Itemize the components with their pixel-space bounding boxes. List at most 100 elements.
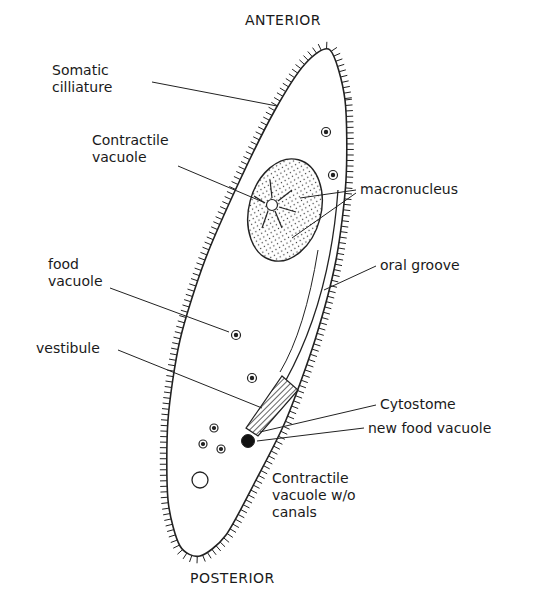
cilium	[239, 167, 245, 170]
cilium	[346, 121, 353, 122]
part-label: Contractile vacuole	[92, 132, 184, 166]
cilium	[274, 98, 280, 102]
cilium	[191, 279, 198, 281]
cilium	[163, 403, 170, 405]
cilium	[253, 137, 259, 140]
cilium	[243, 157, 249, 160]
cilium	[346, 116, 353, 117]
cilium	[277, 93, 283, 97]
cilium	[181, 310, 188, 312]
vestibule-shape	[246, 376, 298, 436]
cilium	[294, 401, 301, 403]
cilium	[195, 268, 202, 270]
cilium	[216, 546, 221, 551]
cilium	[347, 149, 354, 150]
cilium	[340, 237, 347, 238]
cilium	[326, 302, 333, 304]
cilium	[269, 456, 275, 459]
cilium	[234, 177, 240, 180]
cilium	[220, 207, 226, 210]
cilium	[266, 461, 272, 464]
cilium	[271, 451, 277, 454]
cilium	[197, 556, 198, 563]
cilium	[205, 242, 211, 245]
cilium	[345, 97, 352, 99]
cilium	[160, 453, 167, 454]
part-label: Somatic cilliature	[52, 62, 150, 96]
cilium	[335, 264, 342, 265]
contractile-vacuole-plain	[192, 472, 208, 488]
cilium	[236, 171, 242, 174]
cilium	[258, 127, 264, 130]
cilium	[198, 258, 205, 260]
cilium	[263, 117, 269, 120]
cilium	[286, 79, 292, 83]
cilium	[184, 300, 191, 302]
cilium	[212, 549, 216, 555]
cilium	[248, 495, 254, 498]
cilium	[165, 386, 172, 388]
cilium	[296, 65, 302, 69]
cilium	[343, 209, 350, 211]
cilium	[207, 552, 211, 558]
cilium	[211, 227, 217, 230]
cilium	[347, 138, 354, 139]
cilium	[160, 469, 167, 470]
cilium	[241, 162, 247, 165]
region-label: ANTERIOR	[245, 12, 321, 29]
cilium	[236, 519, 242, 522]
cilium	[220, 542, 225, 547]
part-label: food vacuole	[48, 256, 120, 290]
cilium	[345, 187, 352, 189]
cilium	[175, 332, 182, 334]
cilium	[162, 408, 169, 410]
cilium	[313, 48, 317, 54]
cilium	[343, 215, 350, 217]
cilium	[160, 475, 167, 476]
cilium	[264, 466, 270, 469]
cilium	[303, 56, 308, 61]
cilium	[246, 500, 252, 503]
cilium	[341, 231, 348, 233]
cilium	[160, 464, 167, 465]
cilium	[261, 122, 267, 125]
cilium	[261, 471, 267, 474]
cilium	[160, 436, 167, 437]
cilium	[312, 349, 319, 351]
cilium	[203, 247, 209, 250]
cilium	[345, 99, 352, 101]
cilium	[246, 152, 252, 155]
cilium	[256, 480, 262, 483]
cilium	[160, 458, 167, 459]
cilium	[169, 535, 176, 537]
oral-groove-line	[286, 190, 338, 380]
cilium	[327, 296, 334, 298]
cilium	[292, 406, 299, 409]
cilium	[341, 226, 348, 228]
cilium	[227, 192, 233, 195]
cilium	[196, 263, 203, 265]
cilium	[166, 524, 173, 526]
cilium	[329, 291, 336, 293]
cilium	[182, 305, 189, 307]
cilium	[339, 243, 346, 244]
cilium	[193, 273, 200, 275]
cilium	[186, 294, 193, 296]
cilium	[207, 237, 213, 240]
cilium	[172, 343, 179, 344]
cilium	[346, 176, 353, 177]
cilium	[290, 411, 297, 414]
part-label: Cytostome	[380, 396, 456, 413]
cilium	[169, 359, 176, 360]
cilium	[163, 397, 170, 399]
cilium	[346, 171, 353, 172]
cilium	[344, 92, 351, 93]
cilium	[248, 147, 254, 150]
cilium	[251, 142, 257, 145]
cilium	[347, 160, 354, 161]
cilium	[266, 112, 272, 115]
cilium	[281, 431, 287, 434]
cilium	[317, 333, 324, 335]
cilium	[177, 550, 182, 555]
cilium	[341, 75, 348, 77]
